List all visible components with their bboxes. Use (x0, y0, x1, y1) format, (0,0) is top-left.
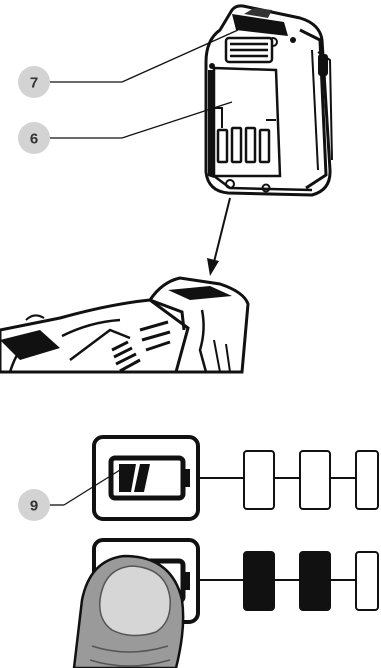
finger-icon (72, 554, 185, 668)
led-segment-1 (243, 450, 275, 510)
led-segment-1-lit (243, 551, 275, 611)
callout-7: 7 (18, 29, 239, 98)
led-segment-3 (355, 551, 379, 611)
drill-icon (0, 276, 250, 374)
led-segment-2 (299, 450, 331, 510)
callout-6-label: 6 (30, 131, 38, 148)
led-segment-3 (355, 450, 379, 510)
release-button (224, 36, 274, 64)
callout-9: 9 (18, 469, 121, 521)
callout-9-label: 9 (30, 498, 38, 515)
arrow-icon (207, 197, 231, 276)
battery-pack-icon (204, 4, 333, 197)
indicator-row-1 (92, 435, 379, 521)
indicator-row-2 (72, 538, 379, 668)
led-segment-2-lit (299, 551, 331, 611)
callout-7-label: 7 (30, 75, 38, 92)
battery-level-icon (108, 455, 190, 501)
callout-6: 6 (18, 101, 233, 154)
